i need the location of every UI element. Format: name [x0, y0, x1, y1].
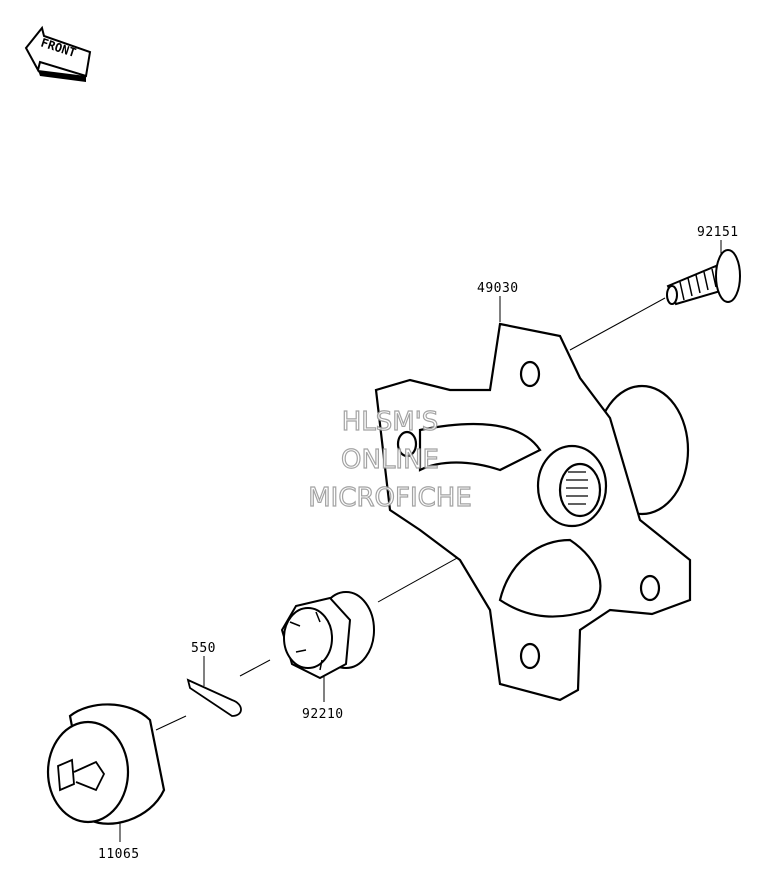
front-arrow-badge: FRONT — [24, 25, 92, 82]
front-arrow-shadow — [38, 70, 86, 82]
part-label-550: 550 — [191, 641, 216, 656]
leader-lines — [119, 240, 722, 842]
bolt-threads — [679, 268, 717, 301]
part-label-49030: 49030 — [477, 281, 519, 296]
part-label-92210: 92210 — [302, 707, 344, 722]
hub-spoke-upper — [418, 422, 542, 472]
cotter-pin-550 — [186, 678, 242, 717]
castle-nut-92210 — [280, 591, 375, 680]
stud-hole-right — [639, 574, 661, 602]
watermark-line-1: HLSM'S — [342, 407, 439, 437]
stud-hole-left — [396, 430, 418, 458]
part-label-11065: 11065 — [98, 847, 140, 862]
hub-splines — [566, 471, 588, 505]
cap-11065 — [46, 703, 166, 825]
hub-49030 — [374, 322, 692, 702]
part-labels: 92151 49030 550 92210 11065 — [98, 225, 739, 862]
bolt-tip — [666, 285, 678, 305]
bolt-92151 — [666, 249, 741, 306]
leader-pin-axis — [155, 715, 187, 731]
cap-logo-icon — [57, 758, 106, 792]
leader-bolt-axis — [569, 297, 666, 351]
bolt-head — [715, 249, 741, 303]
watermark-line-2: ONLINE — [341, 445, 439, 475]
stud-hole-bottom — [519, 642, 541, 670]
stud-hole-top — [519, 360, 541, 388]
watermark-line-3: MICROFICHE — [308, 483, 472, 513]
hub-body — [374, 322, 692, 702]
nut-castle-slots — [289, 611, 323, 671]
watermark: HLSM'S ONLINE MICROFICHE — [308, 406, 473, 513]
part-label-92151: 92151 — [697, 225, 739, 240]
pin-body — [186, 678, 242, 717]
front-arrow-shape — [24, 25, 92, 78]
nut-face — [283, 607, 333, 669]
hub-spoke-lower — [498, 538, 602, 618]
leader-nut-axis — [239, 659, 271, 677]
cap-face — [46, 720, 130, 824]
hub-spline-bore — [558, 462, 602, 518]
